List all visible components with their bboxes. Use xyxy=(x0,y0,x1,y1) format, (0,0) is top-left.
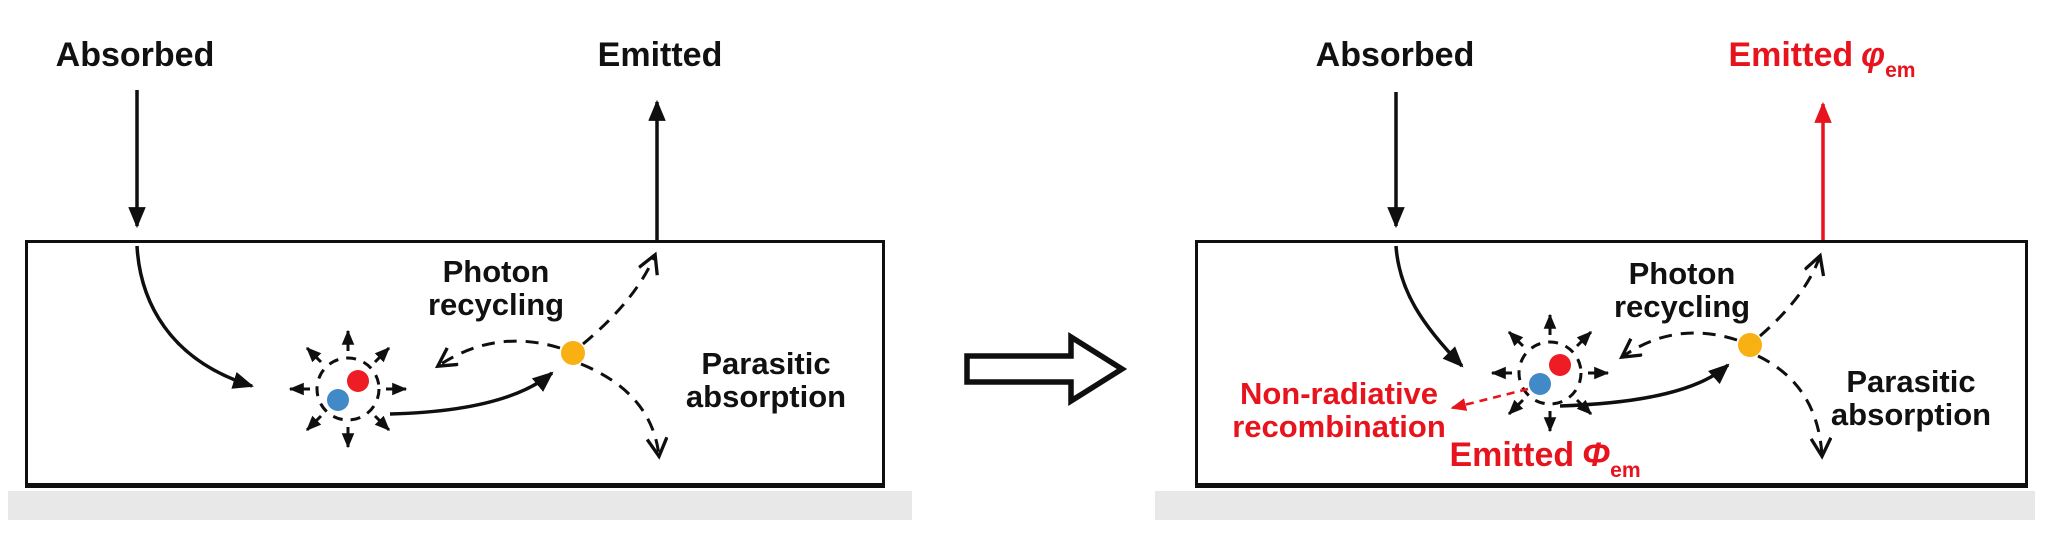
hole-dot-left xyxy=(347,370,369,392)
recombination-circle-right xyxy=(1517,340,1583,406)
right-panel-arrows xyxy=(1387,92,1823,456)
isotropic-emission-arrows-right xyxy=(1490,313,1610,433)
recombination-circle-left xyxy=(315,356,381,422)
parasitic-absorption-label-right: Parasitic absorption xyxy=(1830,364,1992,432)
absorption-curve-arrow-left xyxy=(135,245,255,389)
right-substrate xyxy=(1155,491,2035,520)
photon-recycling-label-left: Photon recycling xyxy=(427,254,565,322)
electron-dot-left xyxy=(327,389,349,411)
reemission-arrow-left xyxy=(389,371,554,416)
absorption-curve-arrow-right xyxy=(1394,245,1464,368)
electron-hole-cluster-right xyxy=(1490,313,1610,433)
absorbed-label-left: Absorbed xyxy=(55,36,215,74)
photon-dot-left xyxy=(561,341,585,365)
isotropic-emission-arrows-left xyxy=(288,329,408,449)
photon-recycling-return-arrow-left xyxy=(438,339,561,366)
escape-photon-arrow-right xyxy=(1759,256,1820,338)
parasitic-absorption-label-left: Parasitic absorption xyxy=(685,346,847,414)
photon-recycling-return-arrow-right xyxy=(1622,331,1738,357)
nonradiative-label: Non-radiative recombination xyxy=(1232,376,1446,444)
photon-recycling-label-right: Photon recycling xyxy=(1613,256,1751,324)
electron-dot-right xyxy=(1529,373,1551,395)
electron-hole-cluster-left xyxy=(288,329,408,449)
left-substrate xyxy=(8,491,912,520)
emitted-label-left: Emitted xyxy=(597,36,723,74)
right-absorber-box xyxy=(1195,240,2028,488)
block-arrow-icon xyxy=(964,332,1128,406)
escape-photon-arrow-left xyxy=(582,255,655,346)
left-absorber-box xyxy=(25,240,885,488)
reemission-arrow-right xyxy=(1559,363,1730,408)
photon-dot-right xyxy=(1738,333,1762,357)
absorbed-label-right: Absorbed xyxy=(1315,36,1475,74)
parasitic-photon-arrow-left xyxy=(580,362,659,456)
left-panel-arrows xyxy=(128,90,659,456)
hole-dot-right xyxy=(1549,354,1571,376)
